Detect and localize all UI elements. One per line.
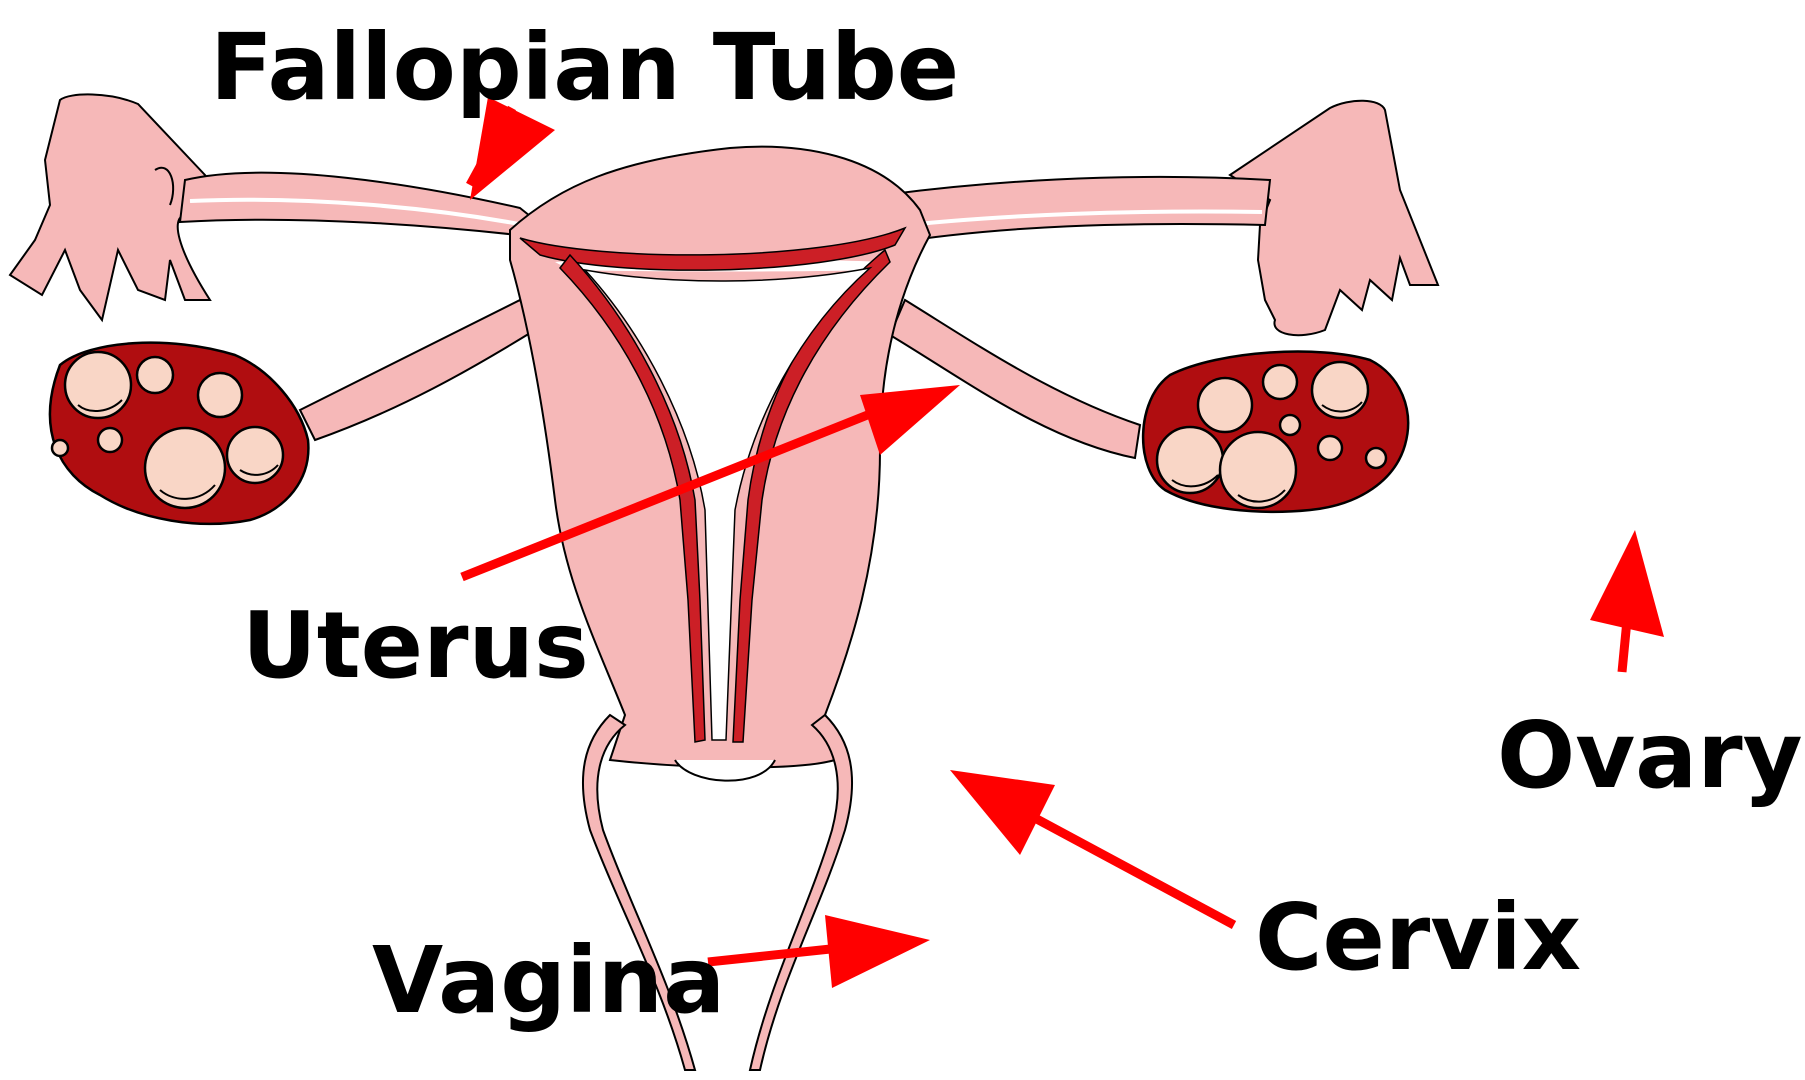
right-ovary	[1143, 352, 1408, 512]
arrow-vagina	[708, 915, 930, 988]
label-vagina: Vagina	[372, 935, 725, 1027]
left-ovarian-ligament	[300, 300, 535, 440]
arrow-cervix	[950, 770, 1234, 925]
left-ovary	[50, 343, 308, 524]
label-fallopian-tube: Fallopian Tube	[210, 22, 959, 114]
left-fallopian-tube	[180, 173, 560, 240]
cervix-shape	[675, 760, 775, 781]
label-ovary: Ovary	[1497, 710, 1803, 802]
label-uterus: Uterus	[242, 600, 589, 692]
right-ovarian-ligament	[890, 300, 1140, 458]
left-fimbriae	[10, 94, 210, 320]
arrow-ovary	[1590, 530, 1664, 672]
label-cervix: Cervix	[1255, 892, 1581, 984]
